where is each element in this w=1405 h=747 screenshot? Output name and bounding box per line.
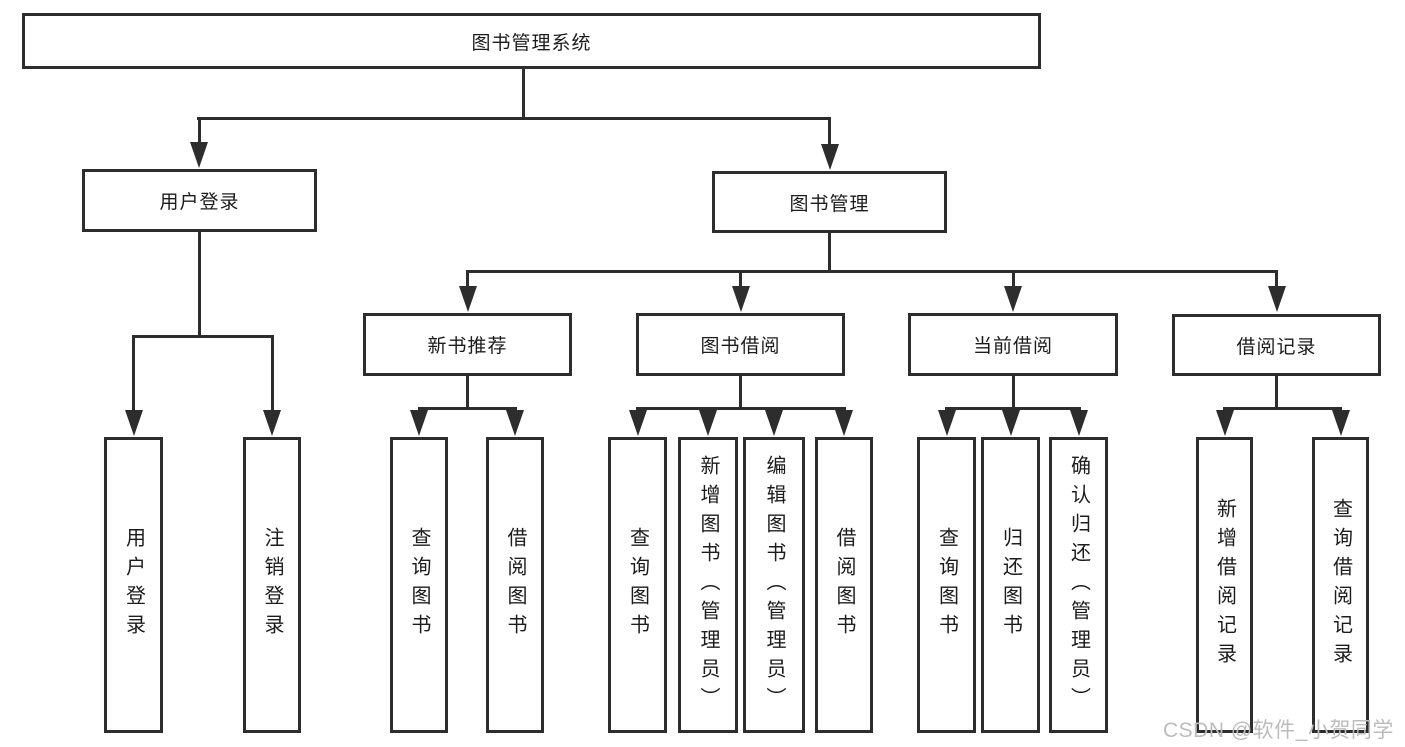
connector-line <box>466 270 469 288</box>
connector-line <box>466 270 1278 273</box>
leaf-label: 借阅图书 <box>833 527 855 643</box>
connector-line <box>945 407 1081 410</box>
node-label: 图书管理 <box>789 193 870 215</box>
arrow-down-icon <box>1004 286 1022 312</box>
connector-line <box>828 117 831 147</box>
node-book-borrowing: 图书借阅 <box>636 313 845 376</box>
leaf-add-borrow-record: 新增借阅记录 <box>1196 437 1253 733</box>
leaf-label: 用户登录 <box>122 527 145 643</box>
leaf-return-books: 归还图书 <box>981 437 1040 733</box>
connector-line <box>636 407 846 410</box>
connector-line <box>1011 270 1015 288</box>
leaf-label: 查询图书 <box>626 527 649 643</box>
node-label: 新书推荐 <box>427 336 508 357</box>
leaf-query-borrow-record: 查询借阅记录 <box>1312 437 1369 733</box>
connector-line <box>198 231 201 338</box>
arrow-down-icon <box>1069 410 1088 436</box>
node-user-login: 用户登录 <box>82 169 317 232</box>
leaf-label: 编辑图书（管理员） <box>763 454 785 716</box>
leaf-query-books: 查询图书 <box>608 437 667 733</box>
node-label: 图书借阅 <box>700 336 781 357</box>
connector-line <box>417 407 517 410</box>
arrow-down-icon <box>835 410 853 436</box>
connector-line <box>132 335 135 412</box>
connector-line <box>1275 270 1278 288</box>
leaf-label: 查询图书 <box>935 527 958 643</box>
arrow-down-icon <box>410 410 428 436</box>
connector-line <box>739 376 742 409</box>
csdn-watermark: CSDN @软件_小贺同学 <box>1163 719 1394 742</box>
leaf-label: 查询借阅记录 <box>1329 498 1352 672</box>
leaf-user-login: 用户登录 <box>104 437 163 733</box>
leaf-logout: 注销登录 <box>243 437 301 733</box>
arrow-down-icon <box>628 410 647 436</box>
node-label: 图书管理系统 <box>471 32 592 54</box>
node-new-book-recommend: 新书推荐 <box>363 313 572 376</box>
connector-line <box>132 335 274 338</box>
connector-line <box>1011 376 1015 409</box>
arrow-down-icon <box>190 142 208 168</box>
leaf-query-books: 查询图书 <box>917 437 976 733</box>
connector-line <box>1223 407 1342 410</box>
arrow-down-icon <box>1267 286 1286 312</box>
leaf-confirm-return-admin: 确认归还（管理员） <box>1049 437 1108 733</box>
node-label: 当前借阅 <box>972 336 1053 357</box>
node-label: 借阅记录 <box>1236 336 1317 358</box>
connector-line <box>1275 376 1278 409</box>
leaf-borrow-books: 借阅图书 <box>486 437 544 733</box>
arrow-down-icon <box>1215 410 1234 436</box>
leaf-add-books-admin: 新增图书（管理员） <box>678 437 738 733</box>
leaf-label: 归还图书 <box>999 527 1022 643</box>
connector-line <box>739 270 742 288</box>
connector-line <box>522 69 525 118</box>
arrow-down-icon <box>937 410 956 436</box>
leaf-label: 确认归还（管理员） <box>1067 454 1090 716</box>
leaf-query-books: 查询图书 <box>390 437 448 733</box>
arrow-down-icon <box>1001 410 1020 436</box>
leaf-edit-books-admin: 编辑图书（管理员） <box>743 437 805 733</box>
arrow-down-icon <box>263 410 281 436</box>
node-current-borrowing: 当前借阅 <box>908 313 1118 376</box>
leaf-label: 新增图书（管理员） <box>697 454 719 716</box>
arrow-down-icon <box>506 410 524 436</box>
arrow-down-icon <box>731 286 750 312</box>
leaf-label: 注销登录 <box>261 527 283 643</box>
node-root-library-system: 图书管理系统 <box>22 13 1041 69</box>
arrow-down-icon <box>699 410 717 436</box>
connector-line <box>828 233 831 273</box>
node-borrowing-records: 借阅记录 <box>1172 314 1381 376</box>
connector-line <box>270 335 274 412</box>
leaf-label: 新增借阅记录 <box>1213 498 1236 672</box>
arrow-down-icon <box>1331 410 1350 436</box>
leaf-label: 借阅图书 <box>504 527 526 643</box>
leaf-label: 查询图书 <box>408 527 430 643</box>
arrow-down-icon <box>124 410 143 436</box>
arrow-down-icon <box>765 410 783 436</box>
connector-line <box>197 117 831 120</box>
arrow-down-icon <box>820 144 839 170</box>
arrow-down-icon <box>458 286 477 312</box>
node-book-management: 图书管理 <box>712 171 947 233</box>
connector-line <box>466 376 469 409</box>
leaf-borrow-books: 借阅图书 <box>815 437 873 733</box>
node-label: 用户登录 <box>159 192 240 213</box>
connector-line <box>197 117 201 145</box>
